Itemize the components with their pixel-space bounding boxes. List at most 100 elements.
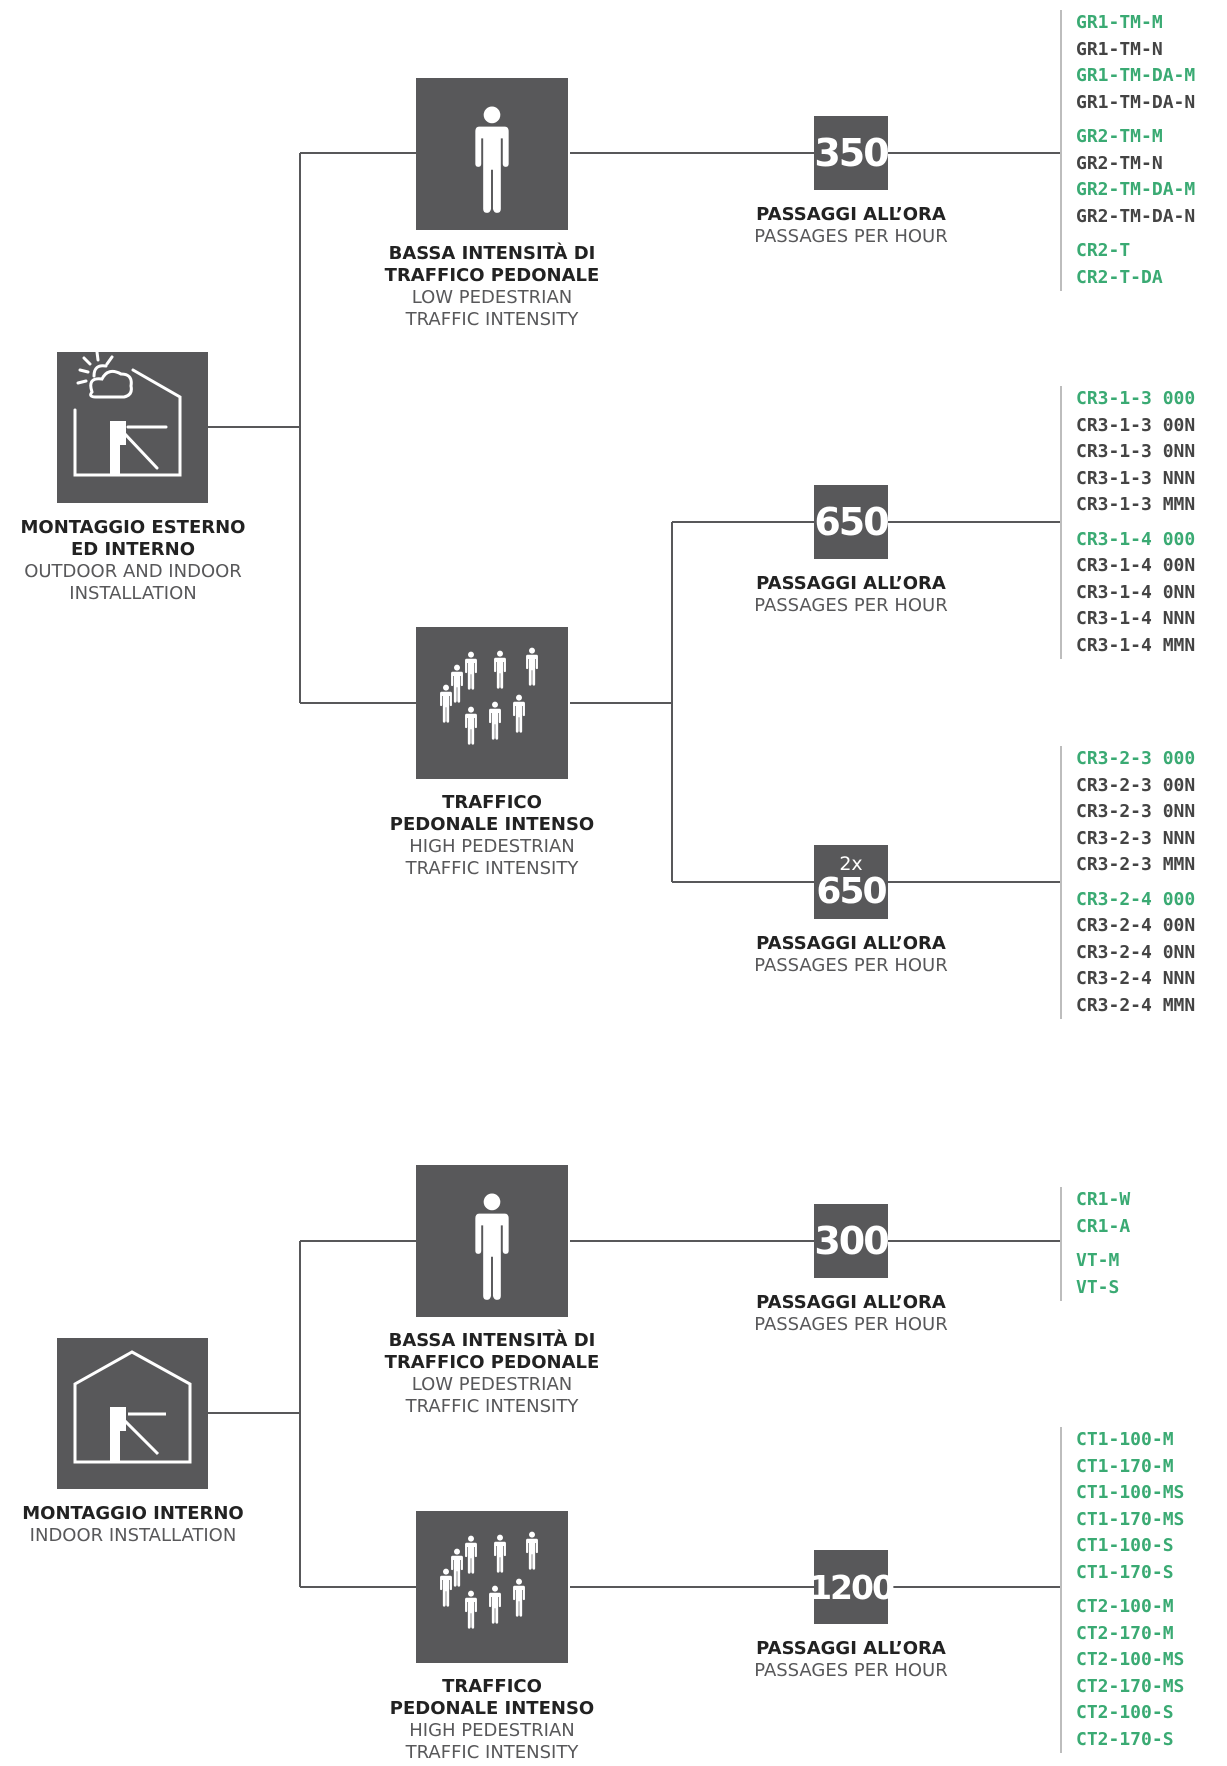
caption-it-line: BASSA INTENSITÀ DI [388,243,596,264]
model-code: CR3-2-3 00N [1076,774,1196,796]
model-code: CR3-2-4 MMN [1076,994,1196,1016]
low-traffic-caption: BASSA INTENSITÀ DI TRAFFICO PEDONALE LOW… [372,243,612,331]
caption-it-line: BASSA INTENSITÀ DI [388,1330,596,1351]
caption-it-line: ED INTERNO [70,539,196,560]
model-code: CR3-1-3 00N [1076,414,1196,436]
rate-value: 1200 [809,1567,895,1607]
model-code: CR3-1-3 NNN [1076,467,1196,489]
high-traffic-caption: TRAFFICO PEDONALE INTENSO HIGH PEDESTRIA… [372,1676,612,1764]
model-code: VT-S [1076,1276,1120,1298]
rate-caption: PASSAGGI ALL’ORA PASSAGES PER HOUR [720,933,982,977]
model-code: CR3-1-4 0NN [1076,581,1196,603]
model-code: CT1-170-MS [1076,1508,1185,1530]
model-code: CR2-T-DA [1076,266,1163,288]
model-code: GR2-TM-DA-N [1076,205,1196,227]
model-code: CT1-170-S [1076,1561,1174,1583]
model-code: GR1-TM-N [1076,38,1163,60]
model-code: CR3-1-4 MMN [1076,634,1196,656]
caption-it-line: PEDONALE INTENSO [389,814,595,835]
model-code: CT1-100-M [1076,1429,1174,1450]
caption-it-line: MONTAGGIO INTERNO [22,1503,244,1524]
model-code: CR1-W [1076,1189,1131,1210]
caption-it-line: TRAFFICO PEDONALE [384,265,600,286]
outdoor-installation-caption: MONTAGGIO ESTERNO ED INTERNO OUTDOOR AND… [0,517,266,605]
rate-badge: 350 [814,116,890,190]
model-code: CR3-2-3 000 [1076,748,1196,769]
rate-caption-en: PASSAGES PER HOUR [754,226,948,247]
caption-en-line: INDOOR INSTALLATION [29,1525,237,1546]
model-code: CT1-100-MS [1076,1482,1185,1503]
rate-badge: 300 [814,1204,890,1278]
model-code: CT2-170-S [1076,1728,1174,1750]
caption-en-line: HIGH PEDESTRIAN [409,836,575,857]
model-code: CR3-2-3 MMN [1076,854,1196,875]
rate-caption-en: PASSAGES PER HOUR [754,1660,948,1681]
model-code: CR3-2-3 0NN [1076,801,1196,822]
caption-it-line: PEDONALE INTENSO [389,1698,595,1719]
rate-multiplier: 2x [839,852,863,875]
model-code: GR1-TM-DA-N [1076,91,1196,113]
model-code: GR2-TM-M [1076,126,1163,147]
pedestrian-crowd-icon [416,627,568,779]
rate-badge: 2x 650 [814,845,888,919]
rate-caption-it: PASSAGGI ALL’ORA [756,204,946,225]
model-code: CR3-2-4 00N [1076,915,1196,936]
high-traffic-caption: TRAFFICO PEDONALE INTENSO HIGH PEDESTRIA… [372,792,612,880]
rate-value: 650 [814,500,889,544]
caption-en-line: TRAFFIC INTENSITY [405,309,579,330]
model-code: GR2-TM-DA-M [1076,179,1196,200]
model-code: CT1-100-S [1076,1535,1174,1556]
model-code: CR3-2-4 0NN [1076,941,1196,963]
rate-value: 350 [814,131,889,175]
rate-caption-en: PASSAGES PER HOUR [754,955,948,976]
model-code: CR3-2-3 NNN [1076,827,1196,849]
rate-caption: PASSAGGI ALL’ORA PASSAGES PER HOUR [720,1292,982,1336]
model-code: CR3-1-3 MMN [1076,494,1196,515]
model-code: GR1-TM-DA-M [1076,65,1196,86]
model-code: CT2-170-MS [1076,1675,1185,1697]
indoor-turnstile-house-icon [57,1338,208,1489]
model-code: CT1-170-M [1076,1455,1174,1477]
model-code: CR3-1-3 0NN [1076,441,1196,462]
model-code: CT2-100-MS [1076,1649,1185,1670]
model-code: CR3-2-4 000 [1076,888,1196,910]
model-code: CR2-T [1076,240,1131,261]
model-code: CR1-A [1076,1215,1131,1237]
rate-caption: PASSAGGI ALL’ORA PASSAGES PER HOUR [720,573,982,617]
model-code: CT2-100-M [1076,1596,1174,1617]
group-gap [1076,879,1195,887]
low-traffic-caption: BASSA INTENSITÀ DI TRAFFICO PEDONALE LOW… [372,1330,612,1418]
model-code: CR3-1-4 000 [1076,528,1196,550]
rate-caption-it: PASSAGGI ALL’ORA [756,1292,946,1313]
caption-en-line: TRAFFIC INTENSITY [405,858,579,879]
rate-badge: 1200 [809,1550,895,1624]
caption-en-line: LOW PEDESTRIAN [411,1374,573,1395]
rate-badge: 650 [814,485,890,559]
model-code: CR3-1-4 00N [1076,555,1196,576]
model-code: CT2-100-S [1076,1702,1174,1723]
group-gap [1076,230,1195,238]
caption-en-line: TRAFFIC INTENSITY [405,1396,579,1417]
model-code: CR3-2-4 NNN [1076,968,1196,989]
model-code-list: GR1-TM-M GR1-TM-N GR1-TM-DA-M GR1-TM-DA-N GR… [1060,10,1195,291]
rate-value: 300 [814,1219,889,1263]
rate-caption-en: PASSAGES PER HOUR [754,1314,948,1335]
model-code: GR2-TM-N [1076,152,1163,174]
rate-caption-it: PASSAGGI ALL’ORA [756,1638,946,1659]
single-pedestrian-icon [416,78,568,230]
rate-caption-it: PASSAGGI ALL’ORA [756,933,946,954]
rate-caption: PASSAGGI ALL’ORA PASSAGES PER HOUR [720,204,982,248]
group-gap [1076,116,1195,124]
model-code: CR3-1-4 NNN [1076,608,1196,629]
caption-it-line: TRAFFICO [442,792,542,813]
group-gap [1076,1240,1130,1248]
caption-en-line: INSTALLATION [69,583,197,604]
rate-caption-it: PASSAGGI ALL’ORA [756,573,946,594]
single-pedestrian-icon [416,1165,568,1317]
outdoor-turnstile-sun-cloud-icon [57,350,208,503]
model-code: GR1-TM-M [1076,12,1163,33]
